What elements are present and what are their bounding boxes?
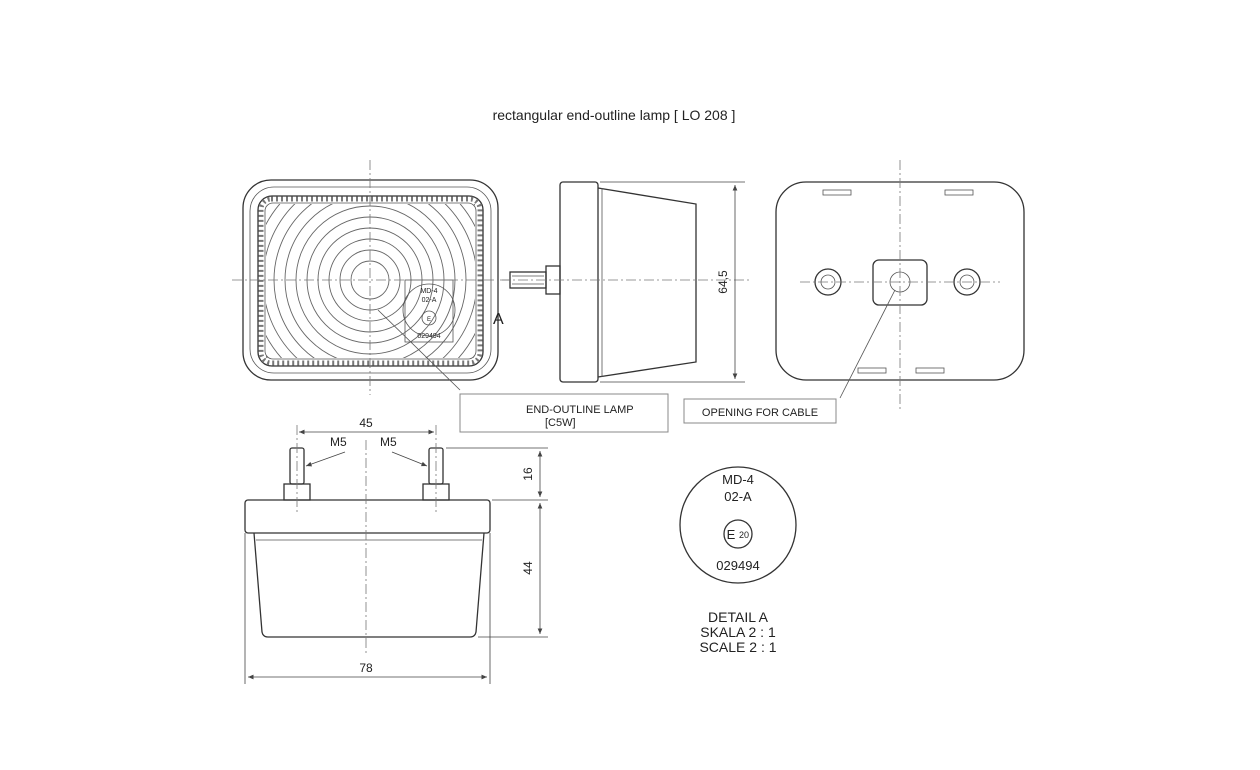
detail-marker-a: A bbox=[493, 311, 504, 328]
detail-stamp-line1: MD-4 bbox=[722, 472, 754, 487]
dim-width: 78 bbox=[359, 661, 373, 675]
dim-stud-spacing: 45 bbox=[359, 416, 373, 430]
drawing-title: rectangular end-outline lamp [ LO 208 ] bbox=[493, 107, 736, 123]
detail-emark-number: 20 bbox=[739, 530, 749, 540]
side-view: 64,5 bbox=[500, 181, 750, 383]
detail-scale-en: SCALE 2 : 1 bbox=[699, 639, 776, 655]
bottom-view: 45 M5 M5 16 44 78 bbox=[244, 416, 548, 684]
cable-label: OPENING FOR CABLE bbox=[702, 407, 818, 419]
detail-scale-pl: SKALA 2 : 1 bbox=[700, 624, 776, 640]
lens-stamp-line1: MD-4 bbox=[420, 288, 437, 295]
detail-title: DETAIL A bbox=[708, 609, 769, 625]
stud-right-thread: M5 bbox=[380, 435, 397, 449]
lamp-label-line1: END-OUTLINE LAMP bbox=[526, 404, 634, 416]
detail-a: MD-4 02-A E 20 029494 DETAIL A SKALA 2 :… bbox=[679, 466, 797, 655]
lens-ring bbox=[266, 204, 475, 358]
front-view: MD-4 02-A E 029494 A bbox=[232, 160, 510, 395]
cable-callout-box bbox=[683, 398, 837, 424]
detail-emark-letter: E bbox=[727, 527, 736, 542]
stud-left-thread: M5 bbox=[330, 435, 347, 449]
lamp-label-line2: [C5W] bbox=[545, 417, 576, 429]
dim-stud-height: 16 bbox=[521, 467, 535, 481]
fresnel-lens bbox=[266, 204, 475, 358]
lens-stamp-approval: 029494 bbox=[417, 333, 440, 340]
detail-stamp-approval: 029494 bbox=[716, 558, 759, 573]
lamp-callout-box bbox=[459, 393, 669, 433]
detail-stamp-line2: 02-A bbox=[724, 489, 752, 504]
dim-body-height: 44 bbox=[521, 561, 535, 575]
lens-emark: E bbox=[427, 317, 431, 323]
rear-view bbox=[775, 160, 1025, 410]
lens-stamp-line2: 02-A bbox=[422, 297, 437, 304]
dim-height: 64,5 bbox=[716, 270, 730, 294]
